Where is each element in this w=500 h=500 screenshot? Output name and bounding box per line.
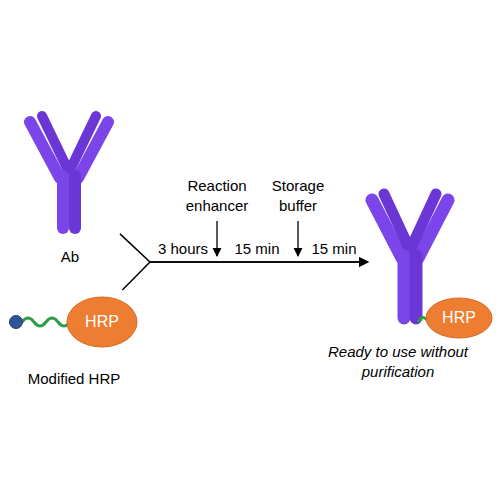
enzyme-name: HRP [442, 308, 476, 329]
result-caption: Ready to use without purification [306, 342, 490, 381]
time-label: 3 hours [148, 239, 218, 259]
figure-label: Modified HRP [28, 369, 121, 389]
time-label: 15 min [304, 239, 364, 259]
hrp-enzyme: HRP [426, 298, 492, 338]
reagent-label: Storage buffer [265, 176, 331, 215]
enzyme-name: HRP [85, 312, 119, 333]
antibody-node: Ab [20, 108, 120, 266]
figure-label: Ab [61, 247, 79, 267]
hrp-enzyme: HRP [67, 297, 137, 347]
time-label: 15 min [227, 239, 287, 259]
addition-arrow [297, 221, 298, 256]
antibody-figure [30, 116, 108, 228]
conjugate-node: Ready to use without purificationHRP [368, 192, 496, 338]
reaction-arrow [120, 234, 368, 262]
modified-hrp-node: Modified HRP HRP [4, 290, 144, 388]
reaction-arrow [122, 262, 368, 290]
addition-arrow [216, 221, 217, 256]
conjugate-antibody-figure [372, 194, 448, 318]
reagent-label: Reaction enhancer [181, 176, 253, 215]
